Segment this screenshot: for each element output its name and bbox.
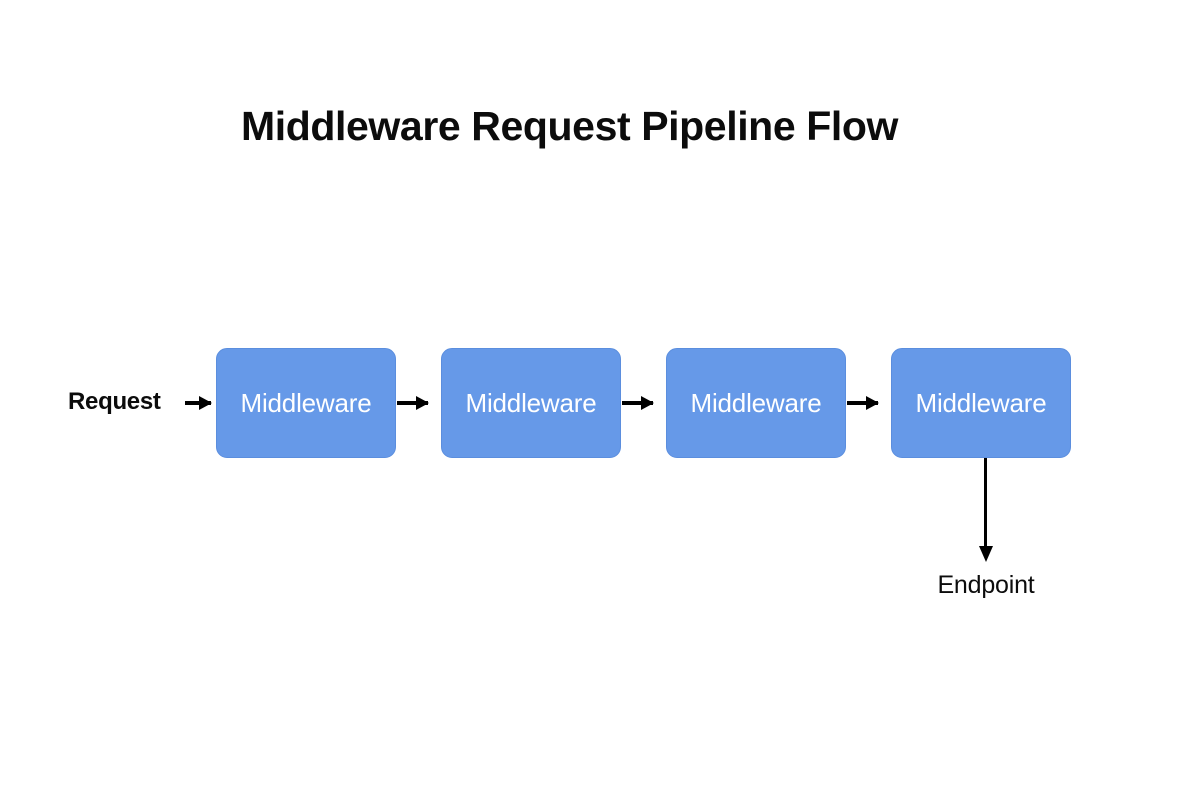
middleware-node-1[interactable]: Middleware: [216, 348, 396, 458]
middleware-node-2-label: Middleware: [465, 387, 597, 418]
middleware-node-4-label: Middleware: [915, 387, 1047, 418]
arrow-shaft: [185, 401, 211, 405]
page-title: Middleware Request Pipeline Flow: [241, 103, 898, 149]
arrow-shaft: [622, 401, 653, 405]
arrow-middleware-1-to-2: [397, 396, 429, 410]
pipeline-flow-row: Middleware Middleware Middleware Middlew…: [0, 348, 1200, 458]
arrowhead-right-icon: [866, 396, 879, 410]
arrowhead-right-icon: [199, 396, 212, 410]
arrowhead-right-icon: [416, 396, 429, 410]
middleware-node-2[interactable]: Middleware: [441, 348, 621, 458]
endpoint-exit-label: Endpoint: [937, 571, 1035, 599]
arrow-shaft: [397, 401, 428, 405]
middleware-node-3-label: Middleware: [690, 387, 822, 418]
arrowhead-down-icon: [979, 546, 993, 562]
arrow-shaft: [847, 401, 878, 405]
arrow-request-to-middleware-1: [185, 396, 212, 410]
middleware-node-4[interactable]: Middleware: [891, 348, 1071, 458]
arrow-middleware-4-to-endpoint: [979, 458, 993, 562]
arrow-middleware-2-to-3: [622, 396, 654, 410]
middleware-node-3[interactable]: Middleware: [666, 348, 846, 458]
arrowhead-right-icon: [641, 396, 654, 410]
middleware-node-1-label: Middleware: [240, 387, 372, 418]
arrow-middleware-3-to-4: [847, 396, 879, 410]
arrow-shaft: [984, 458, 987, 550]
request-entry-label: Request: [68, 388, 161, 415]
